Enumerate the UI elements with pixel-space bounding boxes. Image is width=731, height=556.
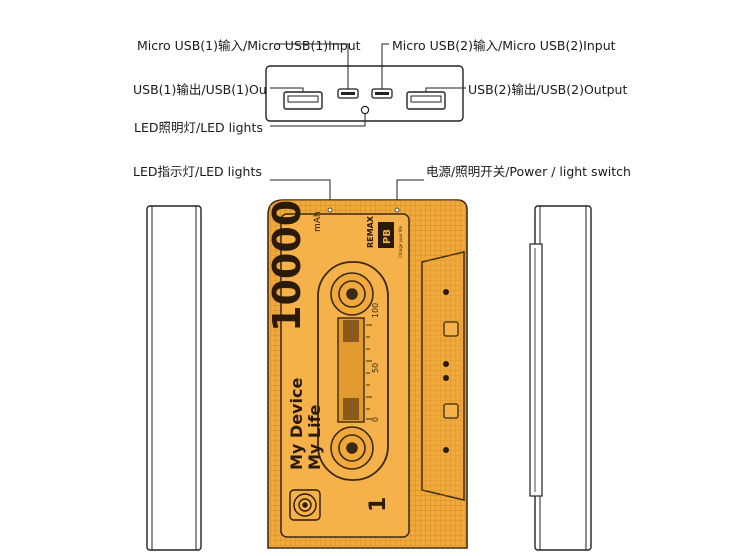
power-switch-side	[529, 243, 543, 497]
led-indicator	[327, 207, 333, 213]
fine-print: Charge your life	[398, 225, 403, 258]
left-side-view	[146, 205, 202, 551]
usb1-port	[283, 91, 323, 110]
power-bank-front: 100 50 0 10000 mAh My Device My Life REM…	[265, 179, 468, 549]
capacity-number: 10000	[265, 200, 309, 332]
label-micro-usb2-input: Micro USB(2)输入/Micro USB(2)Input	[392, 38, 616, 53]
capacity-unit: mAh	[313, 211, 323, 232]
top-end-view	[265, 43, 466, 127]
brand-logo-text: REMAX	[366, 215, 375, 248]
label-led-indicator: LED指示灯/LED lights	[133, 164, 262, 179]
usb2-port	[406, 91, 446, 110]
label-usb1-output: USB(1)输出/USB(1)Output	[133, 82, 293, 97]
cassette-window	[317, 261, 389, 481]
scale-50: 50	[371, 363, 380, 373]
emblem-icon	[289, 489, 321, 521]
scale-0: 0	[371, 417, 380, 422]
scale-100: 100	[371, 303, 380, 318]
slogan-line1: My Device	[287, 378, 306, 470]
label-micro-usb1-input: Micro USB(1)输入/Micro USB(1)Input	[137, 38, 361, 53]
label-usb2-output: USB(2)输出/USB(2)Output	[468, 82, 628, 97]
slogan-line2: My Life	[305, 404, 324, 470]
label-power-switch: 电源/照明开关/Power / light switch	[426, 164, 631, 179]
reel-top	[330, 272, 374, 316]
right-side-view	[529, 205, 592, 551]
cassette-holes	[443, 321, 459, 419]
led-lamp	[360, 105, 370, 115]
leader-lines-top	[270, 43, 466, 127]
model-badge	[378, 222, 394, 248]
tape-window	[337, 317, 365, 423]
label-led-lighting: LED照明灯/LED lights	[134, 120, 263, 135]
leader-lines-front	[270, 179, 424, 208]
side-number: 1	[366, 497, 391, 512]
reel-bottom	[330, 426, 374, 470]
model-badge-text: PB	[382, 229, 393, 244]
